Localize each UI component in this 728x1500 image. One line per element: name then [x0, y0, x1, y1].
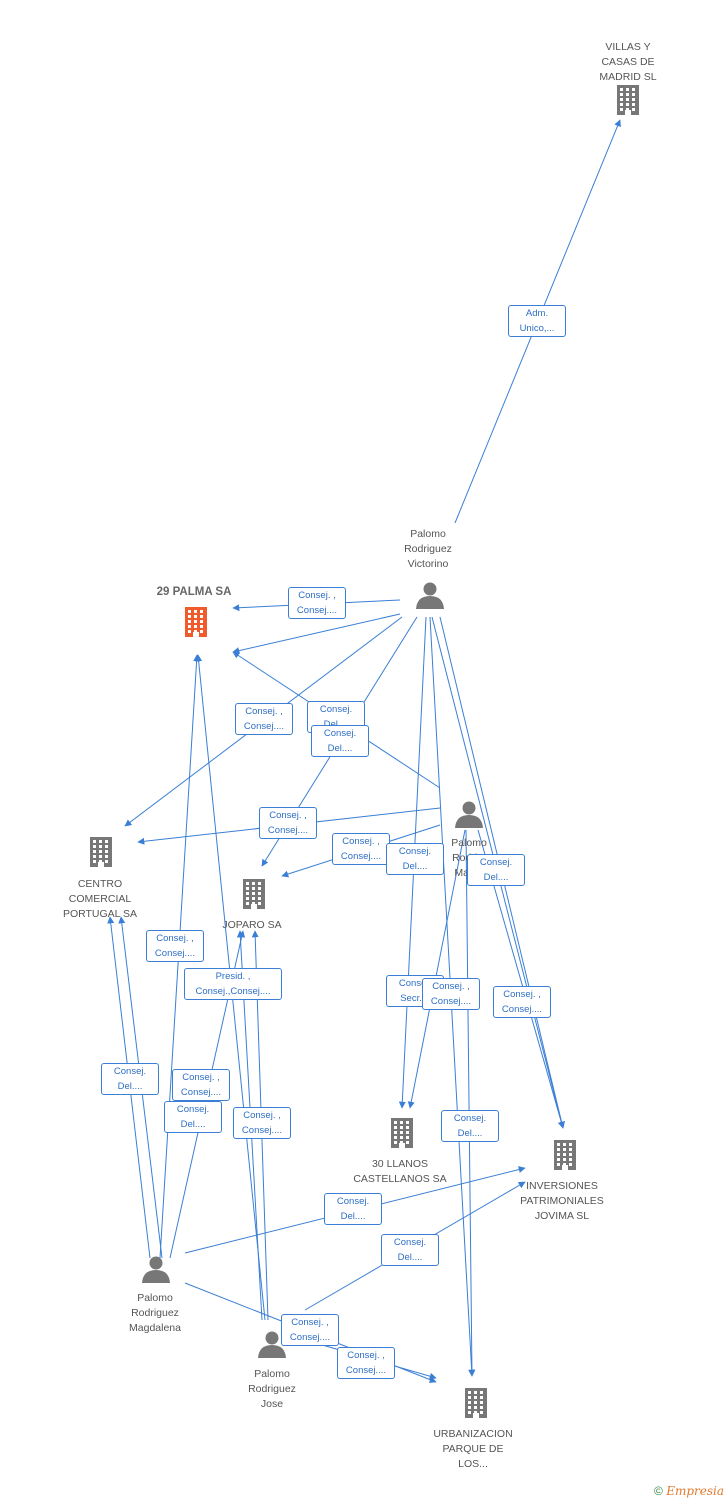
edge-label-16[interactable]: Consej. Del....	[164, 1101, 222, 1133]
node-label-villas[interactable]: VILLAS Y CASAS DE MADRID SL	[599, 41, 657, 83]
node-label-jovima[interactable]: INVERSIONES PATRIMONIALES JOVIMA SL	[520, 1180, 604, 1222]
edge-label-7[interactable]: Consej. Del....	[386, 843, 444, 875]
jose-person-icon[interactable]	[258, 1331, 286, 1359]
edge-label-8[interactable]: Consej. Del....	[467, 854, 525, 886]
node-label-urbanizacion[interactable]: URBANIZACION PARQUE DE LOS...	[433, 1428, 513, 1470]
edge-label-1[interactable]: Consej. , Consej....	[288, 587, 346, 619]
urbanizacion-building-icon[interactable]	[465, 1388, 487, 1418]
node-label-victorino[interactable]: Palomo Rodriguez Victorino	[404, 528, 452, 570]
edge-line-13	[465, 829, 476, 1377]
node-label-jose[interactable]: Palomo Rodriguez Jose	[248, 1368, 296, 1410]
node-label-centro[interactable]: CENTRO COMERCIAL PORTUGAL SA	[62, 878, 138, 920]
villas-building-icon[interactable]	[617, 85, 639, 115]
edge-label-20[interactable]: Consej. Del....	[381, 1234, 439, 1266]
edge-label-15[interactable]: Consej. , Consej....	[172, 1069, 230, 1101]
palma-building-icon[interactable]	[185, 607, 207, 637]
edge-label-18[interactable]: Consej. Del....	[441, 1110, 499, 1142]
copyright-symbol: ©	[654, 1484, 663, 1498]
edge-label-17[interactable]: Consej. , Consej....	[233, 1107, 291, 1139]
centro-building-icon[interactable]	[90, 837, 112, 867]
edge-label-3[interactable]: Consej. , Consej....	[235, 703, 293, 735]
victorino-person-icon[interactable]	[416, 582, 444, 610]
footer-credit: © Empresia	[654, 1484, 724, 1498]
edge-label-0[interactable]: Adm. Unico,...	[508, 305, 566, 337]
edge-label-6[interactable]: Consej. , Consej....	[332, 833, 390, 865]
joparo-building-icon[interactable]	[243, 879, 265, 909]
node-label-palma[interactable]: 29 PALMA SA	[156, 586, 232, 598]
node-label-joparo[interactable]: JOPARO SA	[222, 919, 282, 931]
edge-label-4[interactable]: Consej. Del....	[311, 725, 369, 757]
edge-label-21[interactable]: Consej. , Consej....	[281, 1314, 339, 1346]
edge-label-22[interactable]: Consej. , Consej....	[337, 1347, 395, 1379]
edge-label-9[interactable]: Consej. , Consej....	[146, 930, 204, 962]
maria-person-icon[interactable]	[455, 801, 483, 829]
edge-line-12	[407, 829, 466, 1109]
node-label-llanos[interactable]: 30 LLANOS CASTELLANOS SA	[353, 1158, 447, 1185]
edge-label-19[interactable]: Consej. Del....	[324, 1193, 382, 1225]
edge-label-13[interactable]: Consej. , Consej....	[493, 986, 551, 1018]
node-label-magdalena[interactable]: Palomo Rodriguez Magdalena	[129, 1292, 181, 1334]
edge-label-10[interactable]: Presid. , Consej.,Consej....	[184, 968, 282, 1000]
edge-line-2	[232, 613, 401, 655]
edge-label-5[interactable]: Consej. , Consej....	[259, 807, 317, 839]
brand-name[interactable]: Empresia	[666, 1484, 724, 1498]
edge-label-14[interactable]: Consej. Del....	[101, 1063, 159, 1095]
llanos-building-icon[interactable]	[391, 1118, 413, 1148]
jovima-building-icon[interactable]	[554, 1140, 576, 1170]
magdalena-person-icon[interactable]	[142, 1256, 170, 1284]
edge-label-12[interactable]: Consej. , Consej....	[422, 978, 480, 1010]
